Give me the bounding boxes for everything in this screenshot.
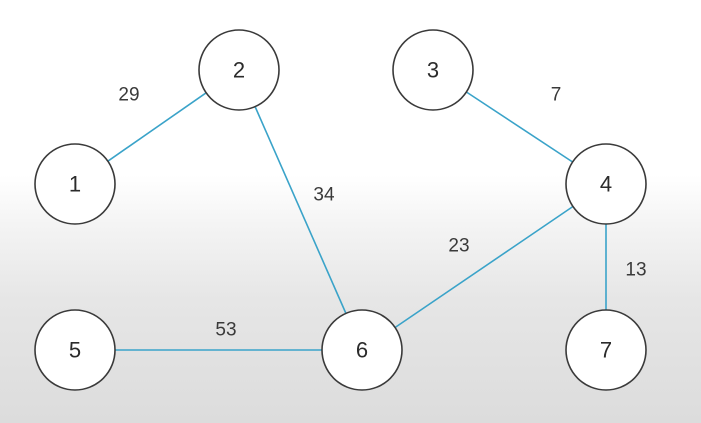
node-4: 4 [565,143,647,225]
edge-2-6 [254,106,347,314]
node-label-1: 1 [69,172,81,197]
node-label-3: 3 [427,58,439,83]
node-circle-5 [34,309,116,391]
edge-weight-1-2: 29 [118,85,139,106]
edge-weight-2-6: 34 [313,185,335,206]
edge-4-6 [394,205,574,329]
node-circle-1 [34,143,116,225]
node-1: 1 [34,143,116,225]
node-circle-2 [198,29,280,111]
node-label-6: 6 [356,338,368,363]
node-circle-7 [565,309,647,391]
edge-1-2 [107,92,207,162]
node-7: 7 [565,309,647,391]
node-label-2: 2 [233,58,245,83]
node-circle-4 [565,143,647,225]
edge-weight-3-4: 7 [551,85,562,106]
node-label-7: 7 [600,338,612,363]
edge-weight-4-7: 13 [625,260,646,281]
node-label-4: 4 [600,172,612,197]
node-circle-6 [321,309,403,391]
edge-3-4 [465,91,574,163]
edge-weight-5-6: 53 [215,320,236,341]
node-5: 5 [34,309,116,391]
node-3: 3 [392,29,474,111]
node-2: 2 [198,29,280,111]
node-6: 6 [321,309,403,391]
edge-weight-4-6: 23 [448,236,469,257]
node-label-5: 5 [69,338,81,363]
node-circle-3 [392,29,474,111]
